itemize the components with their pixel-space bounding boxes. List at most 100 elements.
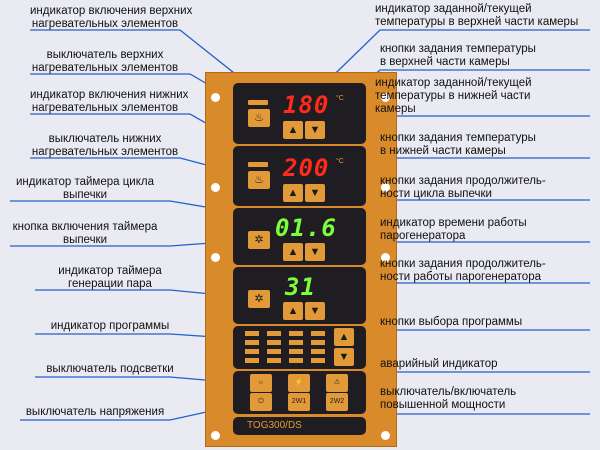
callout-text-line: в нижней части камеры: [380, 145, 506, 157]
sw1-button[interactable]: 2W1: [288, 393, 310, 411]
callout-text-line: ности работы парогенератора: [380, 271, 541, 283]
callout-text-line: выпечки: [62, 234, 108, 246]
callout-text-line: выключатель нижних: [48, 133, 162, 145]
model-label: TOG300/DS: [233, 417, 366, 435]
callout-text-line: нагревательных элементов: [31, 146, 179, 158]
bake-timer-section: ✲ 01.6 ▲ ▼: [233, 208, 366, 265]
bottom-heater-indicator: [248, 162, 268, 167]
callout-text-line: индикатор таймера цикла: [16, 176, 154, 188]
callout-text-line: кнопки задания температуры: [380, 43, 536, 55]
left-callout-label: выключатель напряжения: [20, 406, 170, 419]
callout-text-line: кнопки задания продолжитель-: [380, 258, 546, 270]
callout-text-line: кнопки задания продолжитель-: [380, 175, 546, 187]
top-heater-indicator: [248, 100, 268, 105]
right-callout-label: кнопки задания продолжитель-ности цикла …: [380, 175, 546, 201]
program-section: ▲ ▼: [233, 326, 366, 369]
right-callout-label: аварийный индикатор: [380, 358, 498, 371]
bottom-temp-display: 200: [283, 154, 330, 182]
program-up-button[interactable]: ▲: [334, 328, 354, 346]
callout-text-line: индикатор времени работы: [380, 217, 527, 229]
mount-hole: [211, 431, 220, 440]
callout-text-line: ности цикла выпечки: [380, 188, 492, 200]
bottom-temp-down-button[interactable]: ▼: [305, 184, 325, 202]
top-temp-down-button[interactable]: ▼: [305, 121, 325, 139]
right-callout-label: кнопки выбора программы: [380, 316, 522, 329]
steam-time-up-button[interactable]: ▲: [283, 302, 303, 320]
callout-text-line: кнопка включения таймера: [12, 221, 158, 233]
temp-unit: °C: [336, 95, 344, 102]
sw2-button[interactable]: 2W2: [326, 393, 348, 411]
callout-text-line: выключатель подсветки: [46, 363, 174, 375]
mount-hole: [211, 253, 220, 262]
mount-hole: [211, 183, 220, 192]
callout-text-line: камеры: [375, 103, 416, 115]
steam-timer-button[interactable]: ✲: [248, 290, 270, 308]
callout-text-line: нагревательных элементов: [31, 18, 179, 30]
callout-text-line: индикатор программы: [50, 320, 170, 332]
callout-text-line: индикатор включения верхних: [30, 5, 193, 17]
callout-text-line: аварийный индикатор: [380, 358, 498, 370]
mount-hole: [211, 93, 220, 102]
bake-timer-button[interactable]: ✲: [248, 231, 270, 249]
callout-text-line: в верхней части камеры: [380, 56, 510, 68]
callout-text-line: выключатель/включатель: [380, 386, 517, 398]
callout-text-line: индикатор включения нижних: [30, 89, 189, 101]
high-power-switch[interactable]: ⚡: [288, 374, 310, 392]
bottom-heater-section: ♨ 200 °C ▲ ▼: [233, 146, 366, 206]
callout-text-line: кнопки задания температуры: [380, 132, 536, 144]
callout-text-line: индикатор заданной/текущей: [375, 77, 532, 89]
bake-time-up-button[interactable]: ▲: [283, 243, 303, 261]
callout-text-line: нагревательных элементов: [31, 102, 179, 114]
callout-text-line: температуры в верхней части камеры: [375, 16, 579, 28]
callout-text-line: повышенной мощности: [380, 399, 506, 411]
callout-text-line: выпечки: [62, 189, 108, 201]
control-panel: ♨ 180 °C ▲ ▼ ♨ 200 °C ▲ ▼ ✲ 01.6 ▲ ▼ ✲ 3…: [205, 72, 397, 447]
callout-text-line: кнопки выбора программы: [380, 316, 523, 328]
top-heater-switch[interactable]: ♨: [248, 109, 270, 127]
steam-timer-section: ✲ 31 ▲ ▼: [233, 267, 366, 324]
mount-hole: [381, 431, 390, 440]
steam-time-down-button[interactable]: ▼: [305, 302, 325, 320]
bottom-temp-up-button[interactable]: ▲: [283, 184, 303, 202]
callout-text-line: выключатель верхних: [46, 49, 164, 61]
callout-text-line: индикатор заданной/текущей: [375, 3, 532, 15]
power-switch[interactable]: ⏻: [250, 393, 272, 411]
mount-hole: [381, 183, 390, 192]
steam-timer-display: 31: [285, 273, 316, 301]
switch-section: ☼ ⏻ ⚡ 2W1 ⚠ 2W2: [233, 371, 366, 414]
callout-text-line: выключатель напряжения: [25, 406, 165, 418]
callout-text-line: нагревательных элементов: [31, 62, 179, 74]
callout-text-line: температуры в нижней части: [375, 90, 531, 102]
bake-timer-display: 01.6: [275, 214, 337, 242]
top-heater-section: ♨ 180 °C ▲ ▼: [233, 83, 366, 144]
callout-text-line: генерации пара: [68, 278, 152, 290]
bottom-heater-switch[interactable]: ♨: [248, 171, 270, 189]
bake-time-down-button[interactable]: ▼: [305, 243, 325, 261]
callout-text-line: индикатор таймера: [58, 265, 162, 277]
callout-text-line: парогенератора: [380, 230, 466, 242]
right-callout-label: кнопки задания продолжитель-ности работы…: [380, 258, 546, 284]
left-callout-label: индикатор программы: [35, 320, 185, 333]
program-indicators: [245, 331, 337, 363]
top-temp-display: 180: [283, 91, 330, 119]
temp-unit: °C: [336, 158, 344, 165]
light-switch[interactable]: ☼: [250, 374, 272, 392]
program-down-button[interactable]: ▼: [334, 348, 354, 366]
top-temp-up-button[interactable]: ▲: [283, 121, 303, 139]
left-callout-label: выключатель подсветки: [35, 363, 185, 376]
mount-hole: [381, 253, 390, 262]
alarm-indicator: ⚠: [326, 374, 348, 392]
mount-hole: [381, 93, 390, 102]
